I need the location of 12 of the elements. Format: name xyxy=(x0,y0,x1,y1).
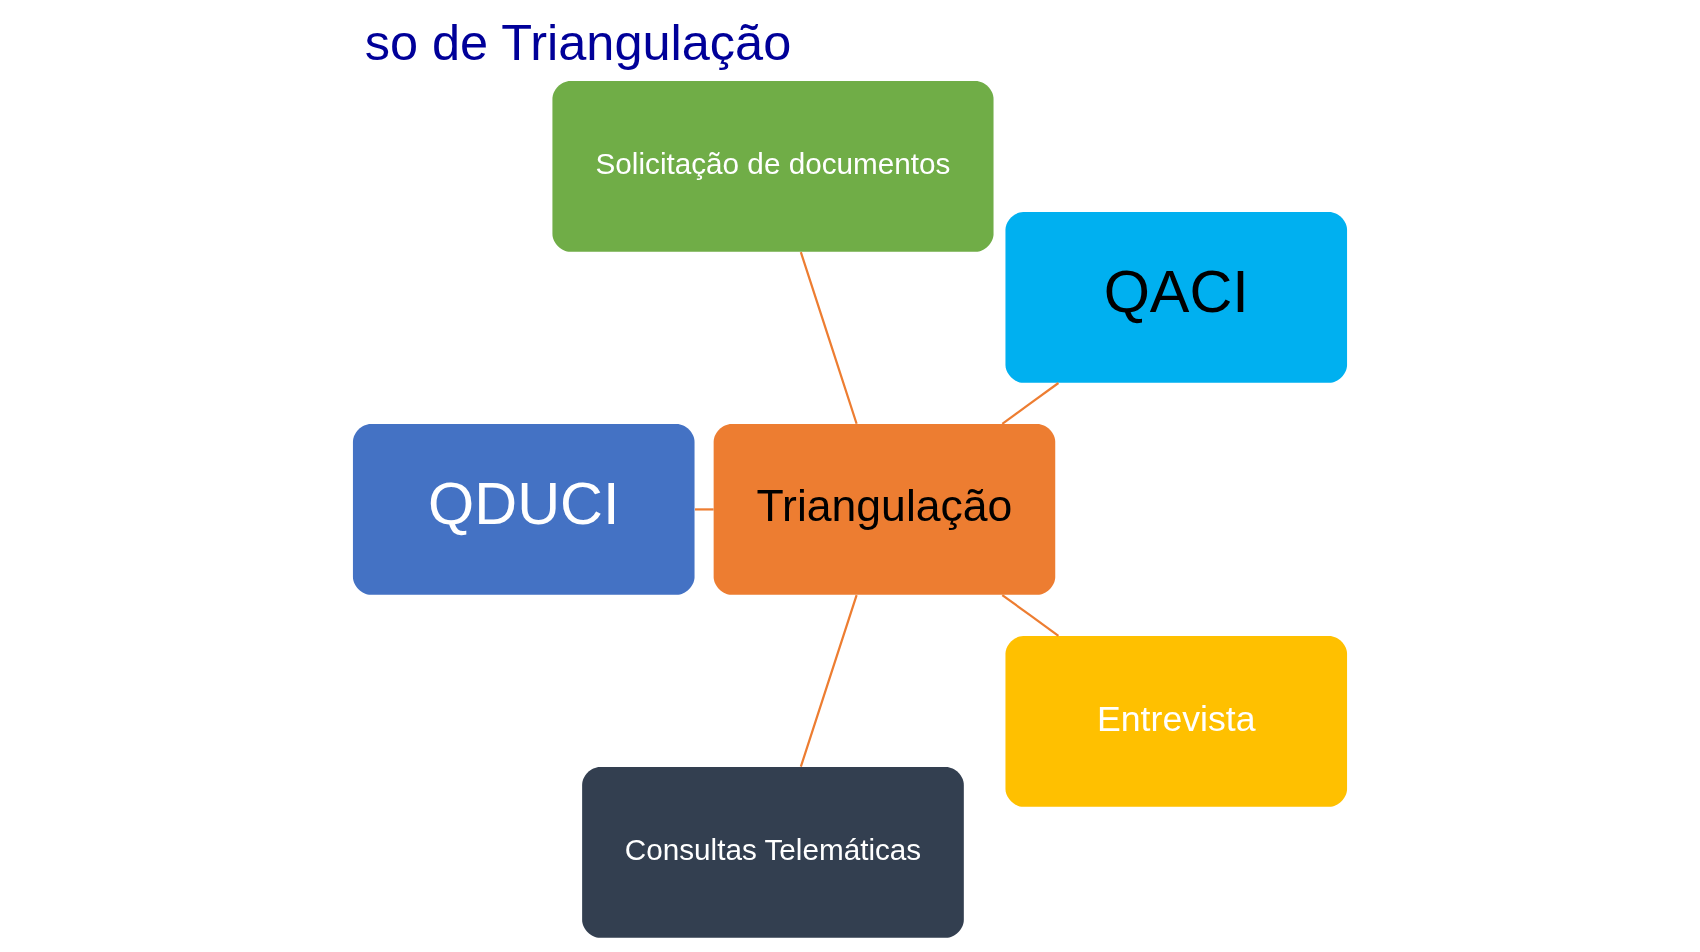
diagram-title: so de Triangulação xyxy=(364,14,792,72)
node-box: QDUCI xyxy=(352,424,695,595)
connector xyxy=(695,508,714,511)
node-box: QACI xyxy=(1005,212,1348,383)
connector xyxy=(1001,594,1060,637)
node-box: Solicitação de documentos xyxy=(552,80,994,252)
connector xyxy=(1001,382,1060,425)
connector xyxy=(799,594,858,768)
connector xyxy=(799,251,858,425)
node-box: Consultas Telemáticas xyxy=(582,767,964,938)
node-box: Entrevista xyxy=(1005,636,1348,807)
node-box: Triangulação xyxy=(713,424,1056,595)
